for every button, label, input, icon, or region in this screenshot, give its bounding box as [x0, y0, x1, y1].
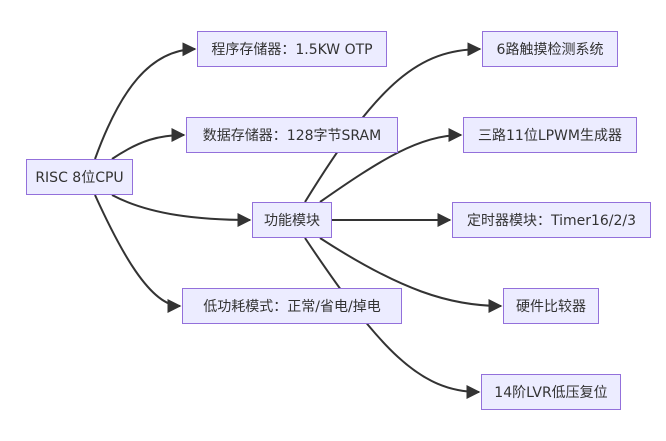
node-cpu-label: RISC 8位CPU [35, 170, 124, 186]
node-data-memory-label: 数据存储器：128字节SRAM [202, 128, 382, 144]
node-data-memory: 数据存储器：128字节SRAM [186, 117, 398, 153]
node-program-memory-label: 程序存储器：1.5KW OTP [211, 42, 373, 58]
edge-func-to-comparator [319, 237, 503, 313]
node-lvr-reset-label: 14阶LVR低压复位 [494, 385, 608, 401]
edge-cpu-to-low_power [94, 194, 182, 313]
node-function-modules: 功能模块 [252, 202, 332, 238]
node-timer-module-label: 定时器模块：Timer16/2/3 [466, 213, 637, 229]
node-hardware-comparator-label: 硬件比较器 [516, 299, 586, 315]
node-timer-module: 定时器模块：Timer16/2/3 [452, 202, 651, 238]
node-lvr-reset: 14阶LVR低压复位 [481, 374, 621, 410]
node-cpu: RISC 8位CPU [26, 159, 133, 195]
edge-cpu-to-prog_mem [94, 42, 197, 160]
node-function-modules-label: 功能模块 [264, 213, 320, 229]
edge-cpu-to-func [111, 194, 252, 227]
node-low-power-mode-label: 低功耗模式：正常/省电/掉电 [203, 299, 381, 315]
edge-func-to-touch [304, 42, 482, 203]
node-lpwm-generator: 三路11位LPWM生成器 [463, 117, 637, 153]
node-touch-detection: 6路触摸检测系统 [482, 31, 618, 67]
node-hardware-comparator: 硬件比较器 [503, 288, 599, 324]
edge-func-to-lvr [304, 237, 481, 399]
node-program-memory: 程序存储器：1.5KW OTP [197, 31, 387, 67]
node-low-power-mode: 低功耗模式：正常/省电/掉电 [182, 288, 402, 324]
node-touch-detection-label: 6路触摸检测系统 [496, 42, 604, 58]
node-lpwm-generator-label: 三路11位LPWM生成器 [478, 128, 622, 144]
edge-cpu-to-data_mem [111, 128, 186, 160]
